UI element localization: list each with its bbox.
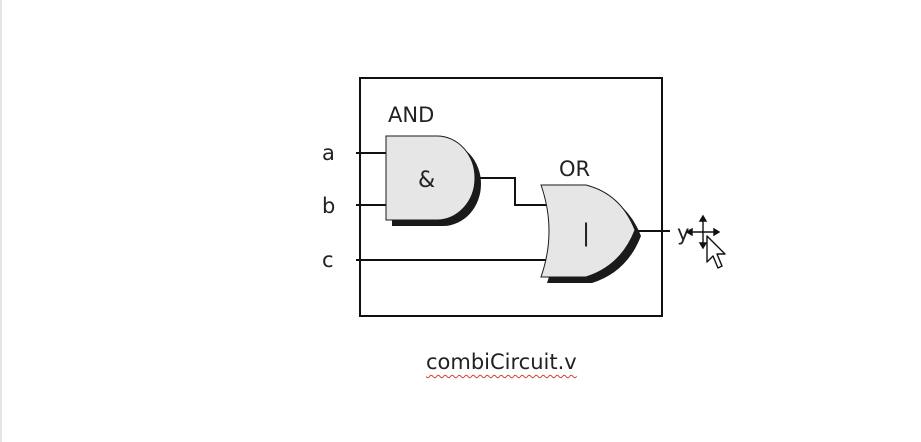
wires xyxy=(356,152,670,261)
output-label-y: y xyxy=(677,221,689,245)
module-box xyxy=(359,77,663,317)
move-cursor-icon xyxy=(685,214,721,250)
or-gate-symbol: | xyxy=(582,219,590,247)
frame-edge xyxy=(0,0,2,442)
file-caption: combiCircuit.v xyxy=(426,350,577,374)
and-gate: & xyxy=(385,135,481,226)
or-gate-title: OR xyxy=(559,157,590,181)
wire-and-to-or xyxy=(478,177,548,206)
and-gate-symbol: & xyxy=(418,168,435,193)
input-label-c: c xyxy=(322,248,334,272)
input-label-a: a xyxy=(322,141,335,165)
input-label-b: b xyxy=(322,194,335,218)
and-gate-title: AND xyxy=(388,103,434,127)
arrow-cursor-icon xyxy=(706,235,726,269)
or-gate: | xyxy=(540,184,641,283)
